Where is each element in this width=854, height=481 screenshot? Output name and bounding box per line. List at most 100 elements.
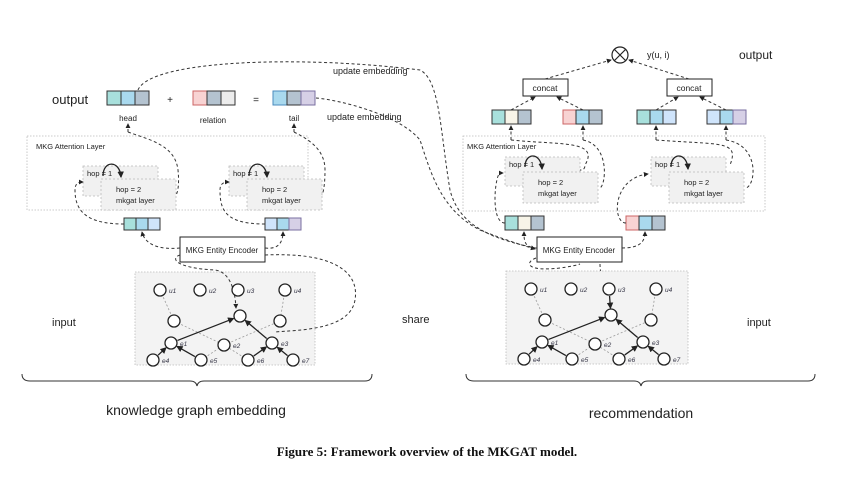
graph-node-u2 (193, 283, 207, 297)
graph-node-label: u2 (580, 287, 588, 294)
left-entity-encoder-box (179, 236, 266, 263)
graph-edge (606, 295, 614, 310)
vector-cell (220, 90, 236, 106)
graph-node-center (604, 308, 618, 322)
hop-loop-arrow (524, 155, 545, 171)
graph-node-e4 (146, 353, 160, 367)
user-entity-vector (504, 215, 545, 231)
graph-node-e1 (164, 336, 178, 350)
vector-cell (192, 90, 208, 106)
kg-embedding-section: output head + relation = tail update emb… (26, 61, 536, 367)
head-entity-vector (123, 217, 161, 231)
graph-node-label: e3 (281, 341, 289, 348)
vector-cell (272, 90, 288, 106)
flow-arrow (175, 254, 239, 309)
graph-node-label: e4 (533, 357, 541, 364)
vector-cell (588, 109, 603, 125)
vector-cell (575, 109, 590, 125)
head-vector (106, 90, 150, 106)
flow-arrow (140, 231, 181, 249)
flow-arrow (544, 58, 612, 80)
graph-node-label: u3 (618, 287, 626, 294)
vector-cell (264, 217, 278, 231)
graph-node-label: e7 (673, 357, 681, 364)
update-embedding-arrow (137, 61, 536, 249)
user-hop-vector (562, 109, 603, 125)
flow-arrow (655, 139, 733, 166)
graph-edge (244, 319, 268, 339)
graph-node-label: e3 (652, 340, 660, 347)
recommendation-section: y(u, i) output concat concat (462, 46, 773, 366)
flow-arrow (725, 139, 754, 189)
head-label: head (119, 114, 137, 123)
right-entity-encoder-label: MKG Entity Encoder (543, 246, 616, 255)
flow-arrow (521, 231, 538, 249)
graph-node-u3 (602, 282, 616, 296)
right-section-brace (465, 373, 816, 387)
mkgat-layer-label: mkgat layer (116, 196, 155, 205)
graph-node-e3 (636, 335, 650, 349)
graph-node-m4 (644, 313, 658, 327)
tail-entity-vector (264, 217, 302, 231)
graph-edge (615, 318, 639, 338)
graph-node-e6 (241, 353, 255, 367)
concat-label: concat (676, 83, 702, 93)
vector-cell (134, 90, 150, 106)
mkgat-layer-label: mkgat layer (538, 189, 577, 198)
right-entity-encoder-box (536, 236, 623, 263)
vector-cell (625, 215, 640, 231)
right-section-label: recommendation (589, 405, 693, 421)
graph-node-m1 (167, 314, 181, 328)
graph-edge (177, 317, 235, 342)
left-entity-encoder-label: MKG Entity Encoder (186, 246, 259, 255)
graph-node-label: e2 (233, 343, 241, 350)
flow-arrow (127, 131, 180, 196)
left-input-label: input (52, 317, 76, 329)
vector-cell (530, 215, 545, 231)
graph-node-e6 (612, 352, 626, 366)
graph-node-e7 (657, 352, 671, 366)
vector-cell (636, 109, 651, 125)
hop2-box (246, 178, 323, 211)
share-label: share (402, 314, 430, 326)
vector-cell (206, 90, 222, 106)
hop1-label: hop = 1 (655, 160, 680, 169)
graph-node-label: e4 (162, 358, 170, 365)
graph-edge (647, 345, 659, 356)
hop2-label: hop = 2 (684, 178, 709, 187)
graph-node-center (233, 309, 247, 323)
left-section-brace (21, 373, 373, 387)
hop-loop-arrow (248, 163, 270, 179)
vector-cell (638, 215, 653, 231)
vector-cell (651, 215, 666, 231)
graph-node-m1 (538, 313, 552, 327)
graph-node-u4 (649, 282, 663, 296)
flow-arrow (699, 96, 727, 111)
vector-cell (504, 109, 519, 125)
right-attention-layer-title: MKG Attention Layer (467, 142, 537, 151)
concat-box-item (666, 78, 713, 97)
graph-node-u2 (564, 282, 578, 296)
graph-node-label: e7 (302, 358, 310, 365)
figure-caption: Figure 5: Framework overview of the MKGA… (277, 444, 577, 459)
right-input-label: input (747, 317, 771, 329)
flow-arrow (494, 170, 506, 224)
flow-arrow (655, 96, 679, 111)
graph-node-u4 (278, 283, 292, 297)
hop1-label: hop = 1 (87, 169, 112, 178)
graph-node-e7 (286, 353, 300, 367)
flow-arrow (74, 179, 125, 225)
flow-arrow (529, 257, 581, 270)
graph-node-label: e2 (604, 342, 612, 349)
flow-arrow (510, 96, 536, 111)
graph-node-label: u3 (247, 288, 255, 295)
vector-cell (504, 215, 519, 231)
vector-cell (649, 109, 664, 125)
hop1-label: hop = 1 (509, 160, 534, 169)
update-embedding-top-label: update embedding (333, 66, 408, 76)
item-entity-vector (625, 215, 666, 231)
graph-edge (173, 320, 225, 346)
vector-cell (135, 217, 149, 231)
tail-label: tail (289, 114, 299, 123)
